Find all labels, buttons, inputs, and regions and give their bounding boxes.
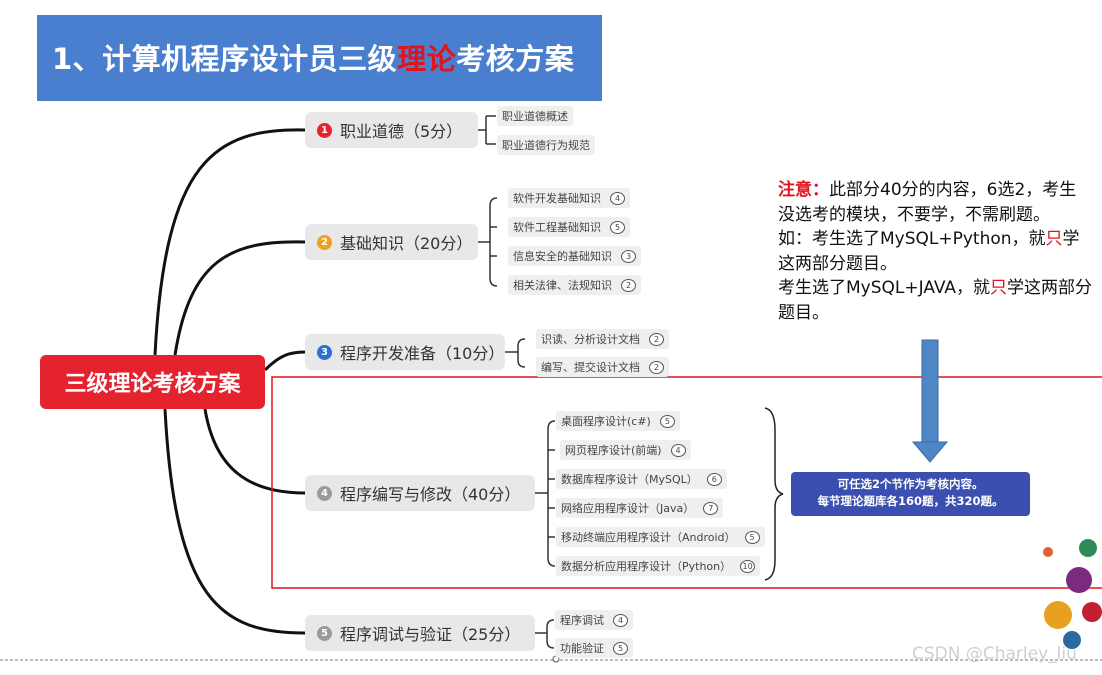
leaf-node: 数据分析应用程序设计（Python） 10: [556, 556, 760, 576]
page-title: 1、计算机程序设计员三级理论考核方案: [52, 36, 574, 78]
leaf-label: 功能验证: [560, 640, 604, 656]
count-badge: 5: [745, 531, 760, 544]
leaf-node: 软件工程基础知识 5: [508, 217, 630, 237]
branch-node-5: 5 程序调试与验证（25分）: [305, 615, 535, 651]
note-line: 如：考生选了MySQL+Python，就: [778, 229, 1046, 249]
leaf-node: 职业道德行为规范: [497, 135, 595, 155]
number-badge: 4: [317, 486, 332, 501]
leaf-label: 相关法律、法规知识: [513, 277, 612, 293]
leaf-label: 软件工程基础知识: [513, 219, 601, 235]
count-badge: 6: [707, 473, 722, 486]
note-only: 只: [1046, 229, 1063, 249]
count-badge: 5: [660, 415, 675, 428]
leaf-node: 职业道德概述: [497, 106, 573, 126]
branch-node-2: 2 基础知识（20分）: [305, 224, 478, 260]
watermark: CSDN @Charley_liu: [912, 644, 1077, 664]
count-badge: 5: [613, 642, 628, 655]
leaf-node: 软件开发基础知识 4: [508, 188, 630, 208]
number-badge: 1: [317, 123, 332, 138]
branch-node-3: 3 程序开发准备（10分）: [305, 334, 505, 370]
leaf-label: 桌面程序设计(c#): [561, 413, 651, 429]
root-node: 三级理论考核方案: [40, 355, 265, 409]
count-badge: 5: [610, 221, 625, 234]
leaf-label: 程序调试: [560, 612, 604, 628]
leaf-label: 信息安全的基础知识: [513, 248, 612, 264]
leaf-label: 网络应用程序设计（Java）: [561, 500, 694, 516]
count-badge: 2: [649, 361, 664, 374]
note-only: 只: [990, 278, 1007, 298]
leaf-label: 移动终端应用程序设计（Android）: [561, 529, 736, 545]
note-label: 注意：: [778, 180, 829, 200]
count-badge: 3: [621, 250, 636, 263]
leaf-node: 功能验证 5: [555, 638, 633, 658]
leaf-node: 桌面程序设计(c#) 5: [556, 411, 680, 431]
count-badge: 4: [671, 444, 686, 457]
leaf-label: 数据库程序设计（MySQL）: [561, 471, 698, 487]
leaf-label: 软件开发基础知识: [513, 190, 601, 206]
number-badge: 2: [317, 235, 332, 250]
leaf-node: 程序调试 4: [555, 610, 633, 630]
count-badge: 7: [703, 502, 718, 515]
callout-box: 可任选2个节作为考核内容。 每节理论题库各160题，共320题。: [791, 472, 1030, 516]
leaf-node: 移动终端应用程序设计（Android） 5: [556, 527, 765, 547]
title-highlight: 理论: [397, 42, 456, 76]
count-badge: 2: [621, 279, 636, 292]
count-badge: 2: [649, 333, 664, 346]
branch-node-1: 1 职业道德（5分）: [305, 112, 478, 148]
leaf-node: 信息安全的基础知识 3: [508, 246, 641, 266]
branch-label: 程序调试与验证（25分）: [340, 621, 520, 645]
attention-note: 注意：此部分40分的内容，6选2，考生没选考的模块，不要学，不需刷题。 如：考生…: [778, 178, 1093, 325]
leaf-node: 网页程序设计(前端) 4: [560, 440, 691, 460]
callout-line: 可任选2个节作为考核内容。: [791, 476, 1030, 493]
title-prefix: 1、计算机程序设计员三级: [52, 42, 397, 76]
number-badge: 5: [317, 626, 332, 641]
branch-node-4: 4 程序编写与修改（40分）: [305, 475, 535, 511]
leaf-label: 职业道德行为规范: [502, 137, 590, 153]
leaf-node: 相关法律、法规知识 2: [508, 275, 641, 295]
count-badge: 10: [740, 560, 755, 573]
branch-label: 程序编写与修改（40分）: [340, 481, 520, 505]
count-badge: 4: [613, 614, 628, 627]
leaf-label: 编写、提交设计文档: [541, 359, 640, 375]
leaf-node: 识读、分析设计文档 2: [536, 329, 669, 349]
leaf-label: 数据分析应用程序设计（Python）: [561, 558, 731, 574]
leaf-node: 数据库程序设计（MySQL） 6: [556, 469, 727, 489]
branch-label: 基础知识（20分）: [340, 230, 472, 254]
branch-label: 程序开发准备（10分）: [340, 340, 504, 364]
leaf-label: 识读、分析设计文档: [541, 331, 640, 347]
leaf-node: 网络应用程序设计（Java） 7: [556, 498, 723, 518]
leaf-label: 职业道德概述: [502, 108, 568, 124]
leaf-label: 网页程序设计(前端): [565, 442, 662, 458]
note-line: 考生选了MySQL+JAVA，就: [778, 278, 990, 298]
count-badge: 4: [610, 192, 625, 205]
branch-label: 职业道德（5分）: [340, 118, 462, 142]
leaf-node: 编写、提交设计文档 2: [536, 357, 669, 377]
title-suffix: 考核方案: [456, 42, 574, 76]
callout-line: 每节理论题库各160题，共320题。: [791, 493, 1030, 510]
number-badge: 3: [317, 345, 332, 360]
